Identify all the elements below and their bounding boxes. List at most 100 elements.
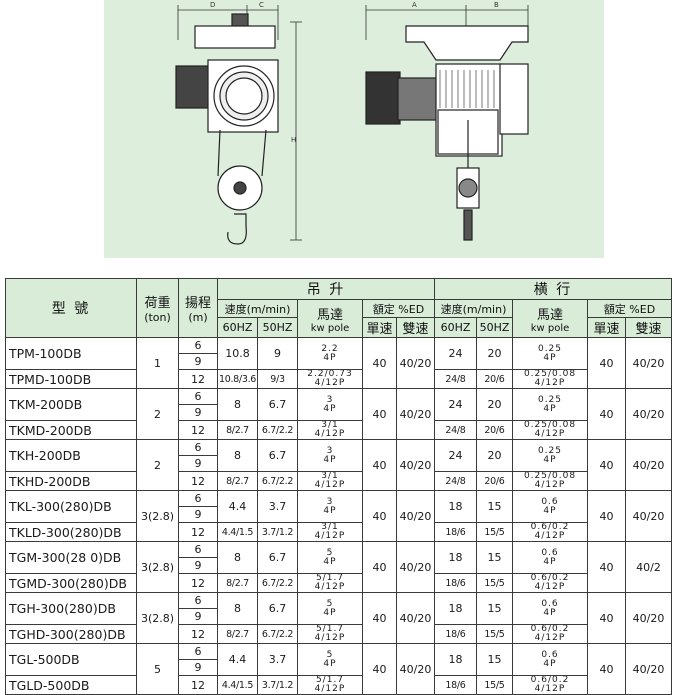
hoist-motor-kw: 5: [326, 649, 334, 660]
load-ton: 3(2.8): [136, 592, 179, 644]
hoist-speed-60hz: 8: [217, 592, 258, 625]
traverse-motor-pole: 4P: [543, 556, 557, 567]
header-traverse-motor-unit: kw pole: [530, 322, 570, 334]
traverse-speed-60hz: 18/6: [434, 624, 477, 644]
traverse-rated-double: 40/20: [625, 337, 672, 389]
hoist-speed-60hz: 4.4: [217, 643, 258, 676]
hoist-rated-single: 40: [362, 592, 397, 644]
lift-height: 12: [178, 573, 218, 593]
hoist-motor-pole: 4/12P: [314, 633, 346, 643]
hoist-motor-pole: 4/12P: [314, 378, 346, 388]
hoist-motor-kw: 2.2: [321, 343, 339, 354]
lift-height: 12: [178, 471, 218, 491]
traverse-motor-kw: 0.6: [541, 547, 559, 558]
traverse-rated-double: 40/20: [625, 592, 672, 644]
hoist-speed-50hz: 6.7/2.2: [257, 420, 298, 440]
load-ton: 3(2.8): [136, 541, 179, 593]
traverse-rated-double: 40/2: [625, 541, 672, 593]
lift-height: 6: [178, 592, 218, 609]
traverse-motor-pole: 4/12P: [534, 378, 566, 388]
header-hoist-single: 單速: [362, 317, 397, 338]
traverse-speed-50hz: 20: [476, 388, 513, 421]
traverse-motor-pole: 4/12P: [534, 531, 566, 541]
lift-height: 9: [178, 353, 218, 370]
traverse-speed-50hz: 15: [476, 643, 513, 676]
hoist-motor-pole: 4P: [323, 352, 337, 363]
header-traverse-50hz: 50HZ: [476, 317, 513, 338]
dim-label-h: H: [291, 136, 296, 144]
traverse-rated-single: 40: [587, 388, 626, 440]
hoist-motor-pole: 4/12P: [314, 684, 346, 694]
header-hoist-motor-main: 馬達: [316, 307, 343, 323]
header-traverse-rated: 額定 %ED: [587, 299, 672, 318]
hoist-motor-kw: 5/1.7: [315, 675, 345, 685]
model-name: TKHD-200DB: [5, 471, 137, 491]
lift-height: 6: [178, 541, 218, 558]
header-model: 型 號: [5, 278, 137, 338]
traverse-speed-50hz: 15: [476, 490, 513, 523]
header-load-unit: (ton): [144, 311, 171, 324]
hoist-speed-60hz: 8/2.7: [217, 624, 258, 644]
header-hoist-speed: 速度(m/min): [217, 299, 298, 318]
traverse-motor-pole: 4/12P: [534, 633, 566, 643]
hoist-motor-kw: 2.2/0.73: [307, 369, 353, 379]
hoist-speed-60hz: 8/2.7: [217, 420, 258, 440]
traverse-speed-50hz: 15/5: [476, 573, 513, 593]
header-lift-main: 揚程: [184, 296, 211, 311]
traverse-rated-single: 40: [587, 541, 626, 593]
lift-height: 6: [178, 337, 218, 354]
hoist-motor-pole: 4/12P: [314, 480, 346, 490]
lift-height: 9: [178, 659, 218, 676]
traverse-motor-kw: 0.25: [537, 445, 563, 456]
traverse-motor-kw: 0.25/0.08: [523, 369, 577, 379]
load-ton: 2: [136, 388, 179, 440]
hoist-speed-50hz: 3.7: [257, 490, 298, 523]
header-traverse-motor-main: 馬達: [536, 307, 563, 323]
hoist-speed-60hz: 8/2.7: [217, 471, 258, 491]
lift-height: 6: [178, 643, 218, 660]
lift-height: 12: [178, 369, 218, 389]
hoist-speed-50hz: 6.7/2.2: [257, 573, 298, 593]
traverse-speed-60hz: 24/8: [434, 471, 477, 491]
traverse-motor-kw: 0.6/0.2: [530, 573, 570, 583]
traverse-speed-50hz: 15: [476, 592, 513, 625]
hoist-rated-single: 40: [362, 439, 397, 491]
header-traverse-single: 單速: [587, 317, 626, 338]
header-traverse: 横 行: [434, 278, 672, 300]
hoist-motor-kw: 3/1: [321, 420, 339, 430]
header-hoist: 吊 升: [217, 278, 435, 300]
header-lift: 揚程(m): [178, 278, 218, 338]
hoist-motor-pole: 4/12P: [314, 531, 346, 541]
traverse-motor-pole: 4/12P: [534, 582, 566, 592]
traverse-speed-60hz: 18: [434, 490, 477, 523]
hoist-speed-50hz: 3.7: [257, 643, 298, 676]
table-row: 9: [6, 557, 672, 574]
